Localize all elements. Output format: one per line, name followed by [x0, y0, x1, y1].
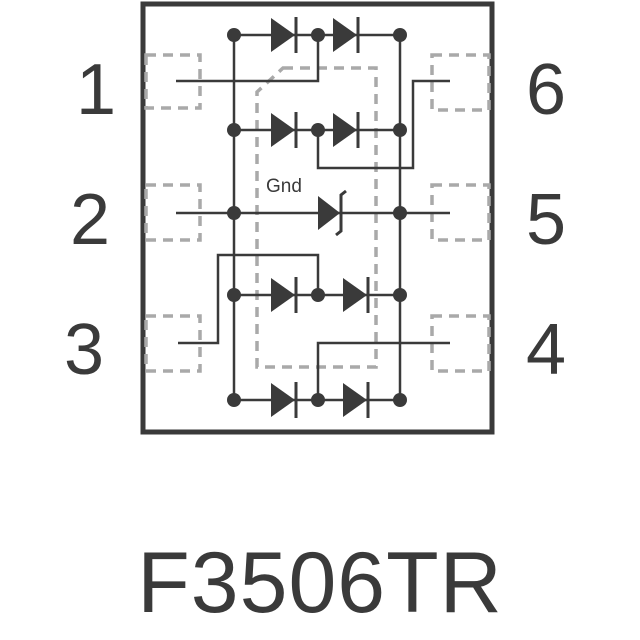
circuit-wires	[176, 33, 450, 402]
die-pad-outline	[255, 66, 378, 369]
diode-row3-left	[271, 277, 298, 313]
pin-number-1: 1	[76, 50, 116, 130]
package-outline	[140, 1, 495, 435]
junction-nodes	[227, 28, 407, 407]
pad-6	[430, 53, 491, 112]
pad-2	[144, 183, 202, 242]
pad-1	[144, 53, 202, 110]
gnd-label: Gnd	[266, 176, 302, 197]
diodes	[271, 17, 370, 418]
diode-row3-right	[343, 277, 370, 313]
pin-number-2: 2	[70, 180, 110, 260]
part-number: F3506TR	[137, 535, 503, 631]
zener-diode-gnd	[318, 189, 347, 237]
diode-row2-right	[333, 112, 360, 148]
pin-number-5: 5	[526, 180, 566, 260]
pin-number-3: 3	[64, 310, 104, 390]
diode-row2-left	[271, 112, 298, 148]
pin-number-4: 4	[526, 310, 566, 390]
pad-3	[144, 314, 202, 373]
pin-number-6: 6	[526, 50, 566, 130]
diode-row4-left	[271, 382, 298, 418]
diode-row4-right	[343, 382, 370, 418]
diode-row1-left	[271, 17, 298, 53]
diode-row1-right	[333, 17, 360, 53]
